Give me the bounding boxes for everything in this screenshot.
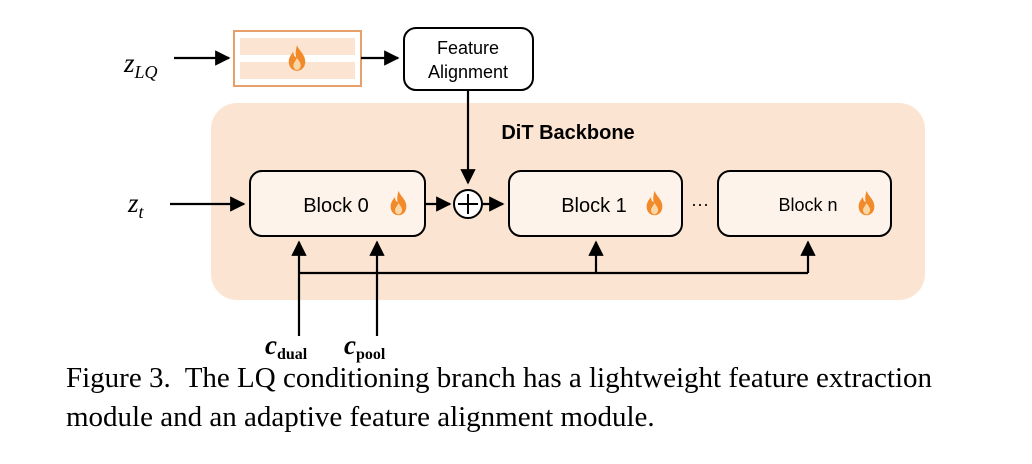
c-pool-label: cpool: [344, 330, 386, 363]
feature-alignment-line1: Feature: [437, 38, 499, 58]
caption-text: The LQ conditioning branch has a lightwe…: [66, 362, 933, 433]
figure-caption: Figure 3. The LQ conditioning branch has…: [66, 359, 996, 437]
feature-alignment-line2: Alignment: [428, 62, 508, 82]
caption-prefix: Figure 3.: [66, 362, 171, 394]
block-n: [717, 170, 892, 237]
block-1: [508, 170, 683, 237]
z-lq-label: zLQ: [123, 48, 158, 82]
c-dual-label: cdual: [265, 330, 308, 363]
block-n-label: Block n: [778, 195, 837, 215]
ellipsis: ···: [691, 194, 709, 214]
feature-extractor: [233, 30, 362, 87]
block-1-label: Block 1: [561, 195, 627, 217]
z-t-label: zt: [127, 188, 145, 222]
dit-backbone-title: DiT Backbone: [501, 122, 634, 144]
block-0-label: Block 0: [303, 195, 369, 217]
circled-plus-icon: [453, 189, 483, 219]
